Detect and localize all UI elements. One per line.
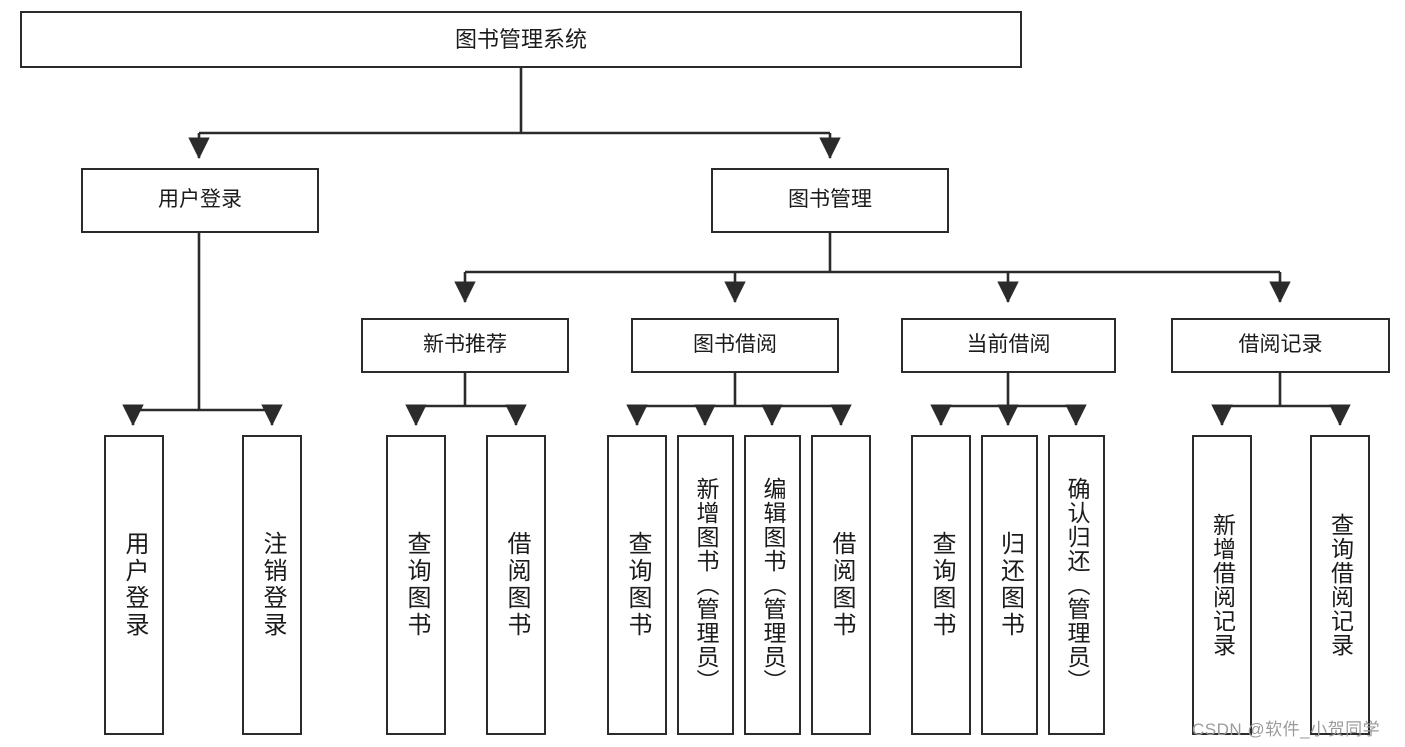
node-new-book-recommend[interactable]: 新书推荐: [361, 318, 569, 373]
leaf-query-book-borrow[interactable]: 查询图书: [607, 435, 667, 735]
leaf-add-book-admin[interactable]: 新增图书（管理员）: [677, 435, 734, 735]
node-borrow-record[interactable]: 借阅记录: [1171, 318, 1390, 373]
leaf-borrow-book[interactable]: 借阅图书: [811, 435, 871, 735]
node-book-management[interactable]: 图书管理: [711, 168, 949, 233]
node-label: 借阅图书: [828, 531, 855, 639]
node-book-borrow[interactable]: 图书借阅: [631, 318, 839, 373]
leaf-query-borrow-record[interactable]: 查询借阅记录: [1310, 435, 1370, 735]
node-label: 新增图书（管理员）: [693, 477, 719, 693]
node-label: 图书管理: [788, 188, 872, 212]
leaf-borrow-book-new[interactable]: 借阅图书: [486, 435, 546, 735]
node-root-system[interactable]: 图书管理系统: [20, 11, 1022, 68]
node-label: 查询图书: [624, 531, 651, 639]
node-label: 新增借阅记录: [1209, 513, 1236, 657]
node-label: 确认归还（管理员）: [1064, 477, 1090, 693]
node-label: 图书借阅: [693, 333, 777, 357]
node-label: 新书推荐: [423, 333, 507, 357]
csdn-watermark: CSDN @软件_小贺同学: [1192, 720, 1381, 739]
node-label: 用户登录: [158, 188, 242, 212]
node-label: 编辑图书（管理员）: [760, 477, 786, 693]
node-label: 借阅记录: [1238, 333, 1323, 357]
node-label: 借阅图书: [503, 531, 530, 639]
node-label: 当前借阅: [966, 333, 1051, 357]
node-label: 注销登录: [259, 531, 286, 639]
leaf-return-book[interactable]: 归还图书: [981, 435, 1038, 735]
node-label: 归还图书: [996, 531, 1024, 639]
leaf-query-book-new[interactable]: 查询图书: [386, 435, 446, 735]
node-label: 查询图书: [928, 531, 955, 639]
leaf-user-login[interactable]: 用户登录: [104, 435, 164, 735]
leaf-query-book-current[interactable]: 查询图书: [911, 435, 971, 735]
leaf-edit-book-admin[interactable]: 编辑图书（管理员）: [744, 435, 801, 735]
node-label: 图书管理系统: [454, 26, 587, 52]
leaf-logout[interactable]: 注销登录: [242, 435, 302, 735]
node-current-borrow[interactable]: 当前借阅: [901, 318, 1116, 373]
node-user-login[interactable]: 用户登录: [81, 168, 319, 233]
leaf-confirm-return-admin[interactable]: 确认归还（管理员）: [1048, 435, 1105, 735]
node-label: 查询图书: [403, 531, 430, 639]
node-label: 用户登录: [121, 531, 148, 639]
leaf-add-borrow-record[interactable]: 新增借阅记录: [1192, 435, 1252, 735]
node-label: 查询借阅记录: [1327, 513, 1354, 657]
